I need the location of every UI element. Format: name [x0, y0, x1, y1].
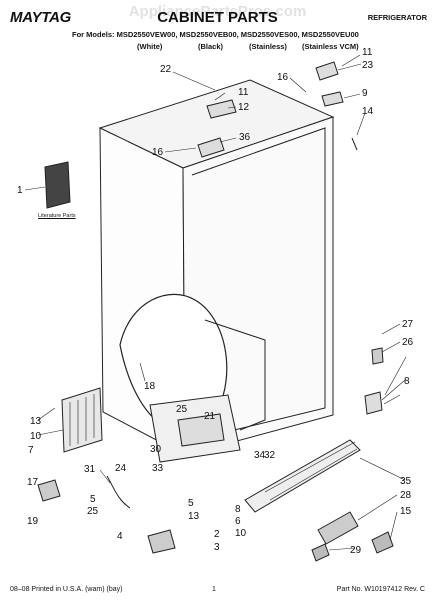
callout-2: 2 — [214, 529, 220, 540]
base-grille — [244, 439, 361, 513]
callout-23: 23 — [362, 60, 374, 71]
callout-10: 10 — [30, 431, 42, 442]
callout-21: 21 — [204, 411, 216, 422]
footer-page-number: 1 — [212, 586, 216, 593]
filter-cap — [371, 531, 394, 554]
callout-5: 5 — [188, 498, 194, 509]
callout-1: 1 — [17, 185, 23, 196]
callout-26: 26 — [402, 337, 414, 348]
variant-stainless: (Stainless) — [249, 42, 287, 51]
footer-print-info: 08–08 Printed in U.S.A. (wam) (bay) — [10, 586, 123, 593]
callout-8: 8 — [404, 376, 410, 387]
callout-31: 31 — [84, 464, 96, 475]
page-title: CABINET PARTS — [157, 9, 278, 26]
leveling-bracket — [364, 391, 383, 415]
callout-10: 10 — [235, 528, 247, 539]
callout-32: 32 — [264, 450, 276, 461]
callout-numbers: 2211121636161123914118272681310252135281… — [17, 47, 414, 556]
leveler-leg — [371, 347, 384, 365]
callout-11: 11 — [362, 47, 373, 58]
callout-5: 5 — [90, 494, 96, 505]
callout-30: 30 — [150, 444, 162, 455]
callout-17: 17 — [27, 477, 39, 488]
callout-18: 18 — [144, 381, 156, 392]
rear-grille — [61, 387, 103, 453]
water-filter — [317, 511, 359, 545]
cabinet-opening — [191, 127, 326, 441]
hinge-pin-bracket — [321, 91, 344, 107]
variant-black: (Black) — [198, 42, 224, 51]
callout-15: 15 — [400, 506, 412, 517]
callout-33: 33 — [152, 463, 164, 474]
callout-34: 34 — [254, 450, 266, 461]
callout-16: 16 — [277, 72, 289, 83]
variant-white: (White) — [137, 42, 163, 51]
callout-25: 25 — [87, 506, 99, 517]
upper-right-hinge — [315, 61, 339, 81]
callout-29: 29 — [350, 545, 362, 556]
compressor-box — [177, 413, 225, 447]
callout-9: 9 — [362, 88, 368, 99]
brand-logo: MAYTAG — [10, 9, 71, 26]
models-line: For Models: MSD2550VEW00, MSD2550VEB00, … — [72, 30, 359, 39]
water-line — [106, 475, 131, 509]
callout-19: 19 — [27, 516, 39, 527]
callout-13: 13 — [188, 511, 200, 522]
callout-14: 14 — [362, 106, 374, 117]
callout-16: 16 — [152, 147, 164, 158]
callout-13: 13 — [30, 416, 42, 427]
callout-4: 4 — [117, 531, 123, 542]
callout-27: 27 — [402, 319, 414, 330]
literature-booklet — [44, 161, 71, 209]
watermark-text: AppliancePartsPros.com — [128, 3, 307, 20]
footer-part-number: Part No. W10197412 Rev. C — [336, 586, 425, 593]
water-valve — [37, 479, 61, 502]
callout-35: 35 — [400, 476, 412, 487]
variant-stainless-vcm: (Stainless VCM) — [302, 42, 359, 51]
literature-parts-label: Literature Parts — [38, 213, 76, 219]
hinge-pin — [351, 137, 358, 151]
callout-22: 22 — [160, 64, 172, 75]
callout-11: 11 — [238, 87, 249, 98]
top-bracket — [197, 137, 225, 158]
callout-28: 28 — [400, 490, 412, 501]
callout-12: 12 — [238, 102, 250, 113]
callout-36: 36 — [239, 132, 251, 143]
filter-bypass-plug — [311, 543, 330, 562]
callout-25: 25 — [176, 404, 188, 415]
callout-6: 6 — [235, 516, 241, 527]
leader-lines — [24, 54, 407, 551]
roller-assembly — [147, 529, 176, 554]
callout-7: 7 — [28, 445, 34, 456]
category-label: REFRIGERATOR — [367, 13, 427, 22]
hinge-bracket — [206, 99, 237, 119]
callout-24: 24 — [115, 463, 127, 474]
callout-8: 8 — [235, 504, 241, 515]
callout-3: 3 — [214, 542, 220, 553]
